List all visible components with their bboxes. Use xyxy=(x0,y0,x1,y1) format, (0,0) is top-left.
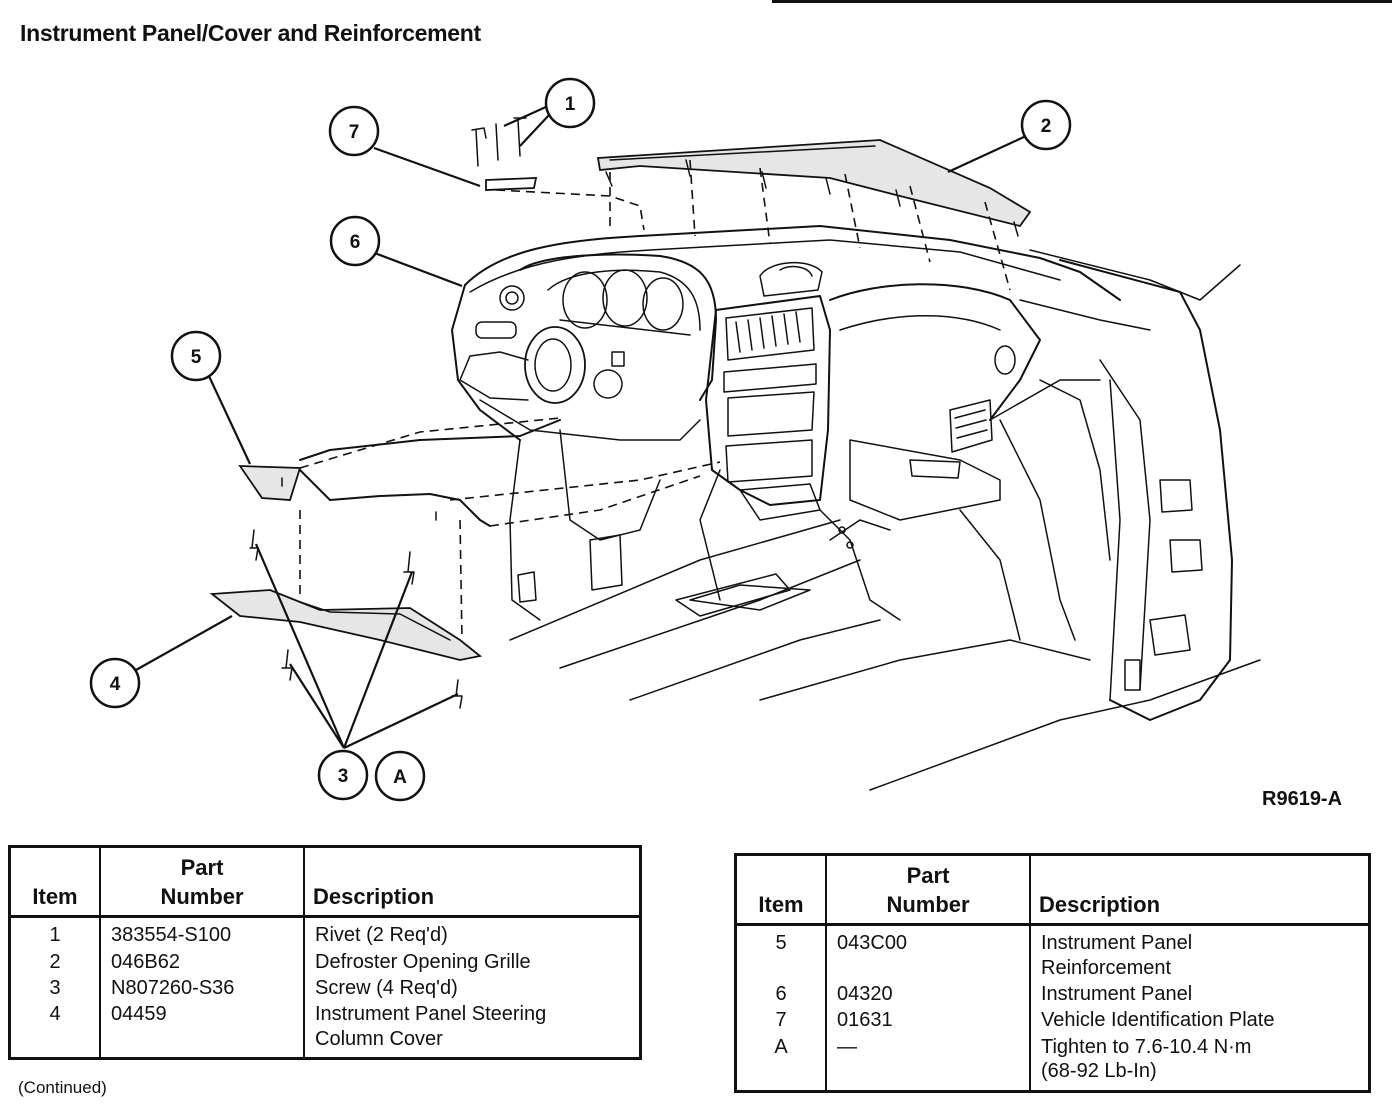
cell-item: A xyxy=(774,1035,788,1058)
col-header-item: Item xyxy=(735,854,826,927)
cell-part-number: — xyxy=(825,1033,1030,1092)
table-row: 7 01631 Vehicle Identification Plate xyxy=(736,1007,1370,1034)
cell-part-number: 046B62 xyxy=(99,948,304,975)
cell-item: 2 xyxy=(49,950,61,973)
cell-item: 3 xyxy=(49,976,61,999)
cell-part-number: N807260-S36 xyxy=(99,974,304,1002)
cell-description: Defroster Opening Grille xyxy=(303,948,641,975)
cell-item: 5 xyxy=(775,932,787,955)
cell-description: Instrument Panel xyxy=(1029,980,1370,1008)
cell-part-number: 04320 xyxy=(825,980,1030,1008)
callout-2: 2 xyxy=(1020,99,1072,151)
table-row: 3 N807260-S36 Screw (4 Req'd) xyxy=(10,974,641,1002)
callout-5: 5 xyxy=(170,330,222,382)
figure-id: R9619-A xyxy=(1262,788,1343,810)
col-header-description: Description xyxy=(303,846,641,919)
callout-A: A xyxy=(374,750,426,802)
callout-5-label: 5 xyxy=(191,347,202,368)
table-row: A — Tighten to 7.6-10.4 N·m(68-92 Lb-In) xyxy=(736,1033,1370,1092)
vin-plate xyxy=(471,117,645,231)
instrument-panel xyxy=(451,225,1151,621)
callout-6-label: 6 xyxy=(350,232,361,253)
cell-item: 6 xyxy=(775,982,787,1005)
exploded-diagram: 1 2 3 A 4 5 6 7 xyxy=(89,77,1261,802)
top-rule xyxy=(772,0,1392,3)
callout-3-label: 3 xyxy=(338,766,349,787)
cell-item: 7 xyxy=(775,1009,787,1032)
cell-item: 4 xyxy=(49,1003,61,1026)
continued-note: (Continued) xyxy=(18,1078,107,1097)
right-body-panel xyxy=(959,249,1241,721)
cell-part-number: 01631 xyxy=(825,1007,1030,1034)
cell-description: Screw (4 Req'd) xyxy=(303,974,641,1002)
callout-2-label: 2 xyxy=(1041,116,1052,137)
cell-description: Tighten to 7.6-10.4 N·m(68-92 Lb-In) xyxy=(1029,1033,1370,1092)
cell-part-number: 383554-S100 xyxy=(99,916,304,949)
callout-3: 3 xyxy=(317,749,369,801)
callout-1-label: 1 xyxy=(565,94,576,115)
col-header-description: Description xyxy=(1029,854,1370,927)
callout-6: 6 xyxy=(329,215,381,267)
callout-1: 1 xyxy=(544,77,596,129)
table-row: 6 04320 Instrument Panel xyxy=(736,980,1370,1008)
callout-4: 4 xyxy=(89,657,141,709)
instrument-panel-reinforcement xyxy=(238,417,721,527)
callout-7: 7 xyxy=(328,105,380,157)
table-row: 1 383554-S100 Rivet (2 Req'd) xyxy=(10,916,641,949)
callout-4-label: 4 xyxy=(110,674,121,695)
cell-description: Vehicle Identification Plate xyxy=(1029,1007,1370,1034)
cell-item: 1 xyxy=(49,924,61,947)
callout-7-label: 7 xyxy=(349,122,360,143)
table-row: 2 046B62 Defroster Opening Grille xyxy=(10,948,641,975)
steering-column-cover xyxy=(209,510,483,661)
leader-lines xyxy=(135,104,1027,749)
page-title: Instrument Panel/Cover and Reinforcement xyxy=(20,20,481,46)
col-header-item: Item xyxy=(9,846,100,919)
defroster-grille xyxy=(596,139,1032,291)
screws xyxy=(249,477,463,709)
cell-part-number: 043C00 xyxy=(825,924,1030,981)
callout-A-label: A xyxy=(393,767,407,788)
floor-lines xyxy=(509,519,1261,791)
cell-description: Rivet (2 Req'd) xyxy=(303,916,641,949)
cell-part-number: 04459 xyxy=(99,1001,304,1059)
